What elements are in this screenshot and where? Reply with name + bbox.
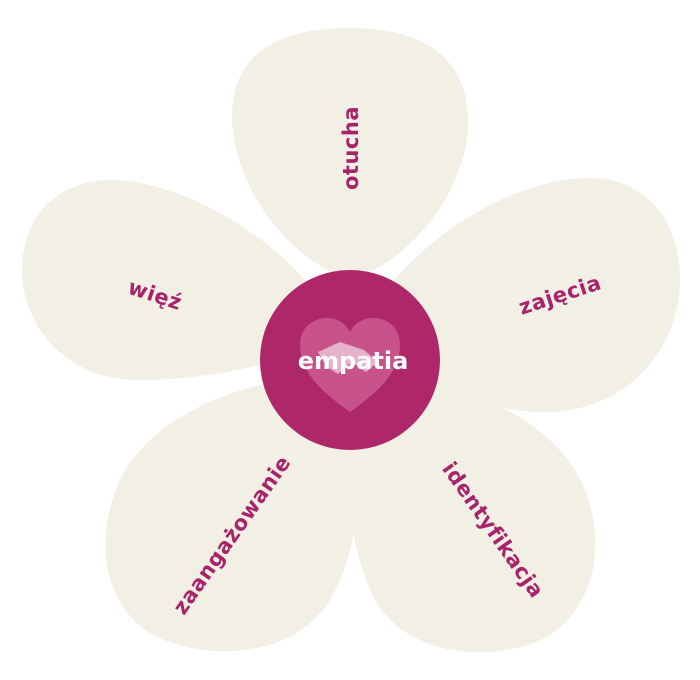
petal-left	[22, 180, 340, 380]
petal-shapes	[22, 28, 680, 653]
petal-top	[231, 28, 468, 280]
center-label: empatia	[298, 347, 409, 375]
petal-bottom-left	[105, 375, 359, 652]
heart-handshake-icon	[300, 318, 400, 412]
petal-bottom-right	[348, 375, 596, 653]
petal-right	[360, 178, 680, 412]
petal-label-top: otucha	[339, 106, 363, 190]
